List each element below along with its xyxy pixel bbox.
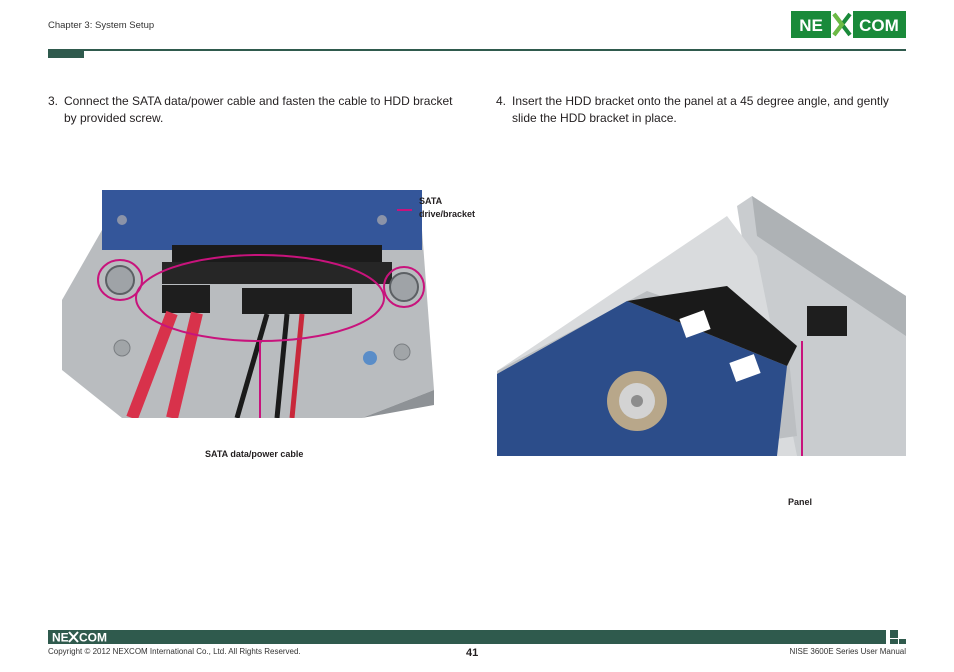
sata-cable-photo — [62, 190, 434, 418]
footer-square — [890, 639, 898, 644]
step-line: Insert the HDD bracket onto the panel at… — [512, 94, 889, 108]
svg-text:NE: NE — [799, 16, 823, 35]
step-4-text: 4. Insert the HDD bracket onto the panel … — [496, 93, 906, 127]
step-line: Connect the SATA data/power cable and fa… — [64, 94, 453, 108]
header-rule — [48, 49, 906, 51]
step-number: 3. — [48, 94, 59, 108]
step-line: slide the HDD bracket in place. — [512, 111, 677, 125]
manual-title: NISE 3600E Series User Manual — [789, 647, 907, 656]
callout-sata-drive-bracket: SATA drive/bracket — [419, 195, 499, 221]
callout-sata-cable: SATA data/power cable — [205, 449, 304, 459]
callout-line: drive/bracket — [419, 209, 476, 219]
nexcom-logo: NE COM — [791, 11, 906, 38]
footer-square — [890, 630, 898, 638]
step-number: 4. — [496, 94, 507, 108]
hdd-panel-photo — [497, 196, 906, 456]
chapter-title: Chapter 3: System Setup — [48, 20, 155, 31]
footer-square — [899, 639, 906, 644]
svg-text:COM: COM — [79, 631, 107, 643]
svg-text:COM: COM — [859, 16, 899, 35]
step-3-text: 3. Connect the SATA data/power cable and … — [48, 93, 460, 127]
callout-panel: Panel — [788, 497, 813, 507]
copyright-text: Copyright © 2012 NEXCOM International Co… — [48, 647, 301, 656]
svg-text:NE: NE — [52, 631, 69, 643]
callout-line: SATA — [419, 196, 443, 206]
page-number: 41 — [466, 647, 479, 659]
header-accent-block — [48, 49, 84, 58]
step-line: by provided screw. — [64, 111, 164, 125]
footer-bar — [48, 630, 886, 644]
footer-nexcom-logo: NE COM — [52, 631, 107, 643]
